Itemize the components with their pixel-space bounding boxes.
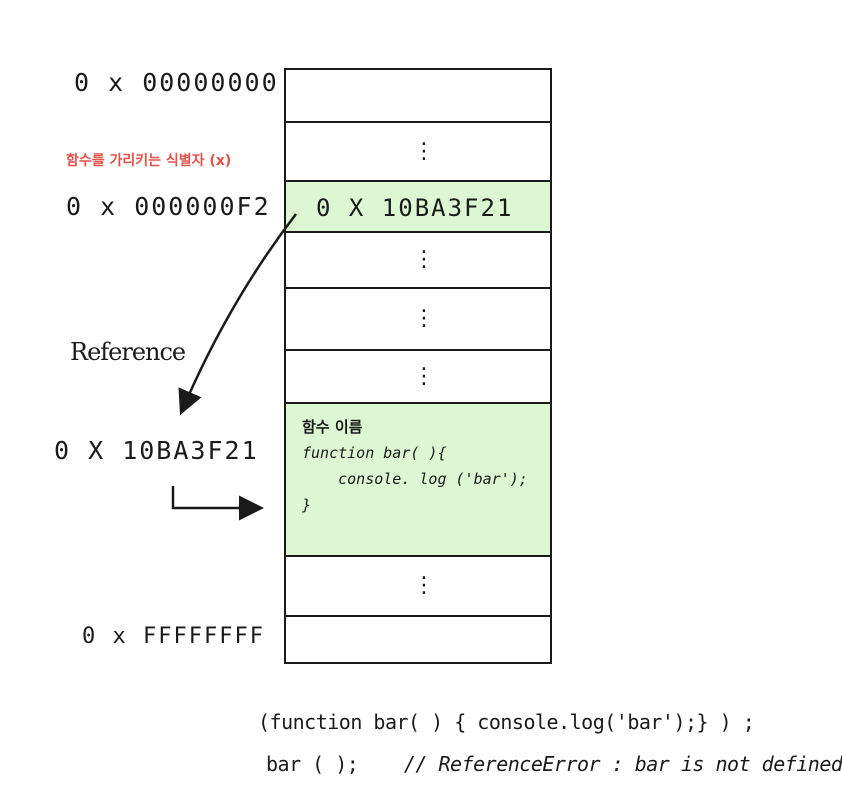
ellipsis-vertical-icon: ⋮ (413, 573, 435, 598)
iife-code-line: (function bar( ) { console.log('bar');} … (258, 710, 755, 734)
code-line-1: function bar( ){ (302, 444, 447, 462)
memory-cell-gap-1: ⋮ (286, 123, 550, 182)
identifier-warning-label: 함수를 가리키는 식별자 (x) (66, 153, 232, 169)
address-bottom-label: 0 x FFFFFFFF (82, 624, 265, 649)
call-code: bar ( ); (266, 752, 359, 776)
ellipsis-vertical-icon: ⋮ (413, 247, 435, 272)
address-function-label: 0 X 10BA3F21 (54, 436, 259, 465)
memory-cell-gap-4: ⋮ (286, 351, 550, 404)
call-code-line: bar ( ); // ReferenceError : bar is not … (266, 752, 842, 776)
ellipsis-vertical-icon: ⋮ (413, 363, 435, 389)
memory-cell-gap-5: ⋮ (286, 557, 550, 617)
ellipsis-vertical-icon: ⋮ (413, 306, 435, 331)
ellipsis-vertical-icon: ⋮ (413, 138, 435, 164)
memory-stack: ⋮ 0 X 10BA3F21 ⋮ ⋮ ⋮ 함수 이름 function bar( … (284, 68, 552, 664)
memory-cell-function: 함수 이름 function bar( ){ console. log ('bar… (286, 404, 550, 557)
memory-cell-top (286, 70, 550, 123)
code-line-3: } (302, 496, 312, 514)
memory-cell-pointer: 0 X 10BA3F21 (286, 182, 550, 233)
memory-cell-bottom (286, 617, 550, 664)
reference-arrow (178, 213, 297, 416)
function-code-block: 함수 이름 function bar( ){ console. log ('bar… (302, 414, 528, 518)
pointer-value: 0 X 10BA3F21 (316, 194, 514, 222)
reference-label: Reference (70, 338, 186, 366)
function-name-label: 함수 이름 (302, 418, 363, 436)
code-line-2: console. log ('bar'); (302, 470, 528, 488)
memory-cell-gap-2: ⋮ (286, 233, 550, 289)
error-comment: // ReferenceError : bar is not defined. (403, 752, 842, 776)
address-top-label: 0 x 00000000 (74, 68, 279, 97)
address-f2-label: 0 x 000000F2 (66, 192, 271, 221)
memory-cell-gap-3: ⋮ (286, 289, 550, 351)
points-to-arrow (171, 486, 264, 521)
